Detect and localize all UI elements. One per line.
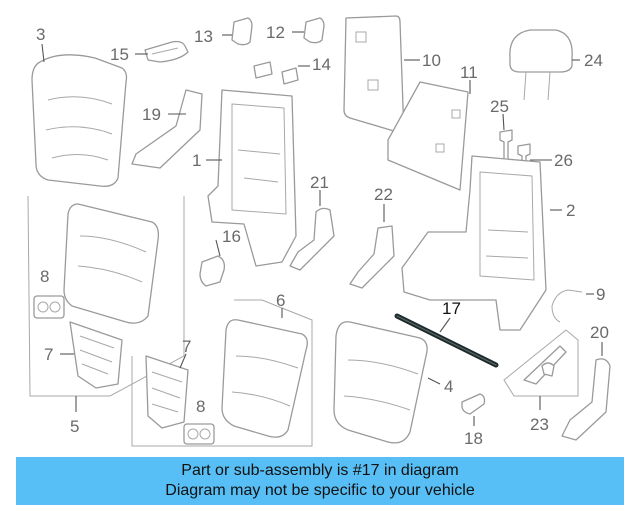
group-box-23: [503, 329, 579, 397]
callout-20: 20: [590, 323, 609, 342]
part-17-rod[interactable]: [394, 313, 499, 368]
banner-line-1: Part or sub-assembly is #17 in diagram: [181, 462, 459, 479]
callout-24: 24: [584, 51, 603, 70]
part-12-clip[interactable]: [303, 17, 325, 44]
callout-6: 6: [276, 291, 285, 310]
part-10-back-panel[interactable]: [343, 15, 405, 135]
part-seat-back-panel-5[interactable]: [63, 203, 160, 324]
part-19-side-trim[interactable]: [131, 89, 203, 169]
part-seat-cushion-6[interactable]: [221, 319, 308, 438]
part-16-knob[interactable]: [199, 255, 226, 287]
part-23-trim[interactable]: [523, 345, 567, 385]
leader-4: [427, 377, 441, 385]
callout-8b: 8: [196, 397, 205, 416]
callout-26: 26: [554, 151, 573, 170]
leader-3: [41, 43, 45, 63]
callout-10: 10: [422, 51, 441, 70]
callout-7a: 7: [44, 345, 53, 364]
part-11-trim-panel[interactable]: [387, 81, 469, 191]
part-18-clip[interactable]: [461, 393, 486, 415]
callout-7b: 7: [182, 337, 191, 356]
callout-15: 15: [110, 45, 129, 64]
part-1-seat-back-frame[interactable]: [207, 89, 297, 267]
callout-4: 4: [444, 377, 453, 396]
part-7b-support-mat[interactable]: [145, 355, 189, 429]
part-7a-support-mat[interactable]: [69, 321, 123, 389]
leader-7b: [179, 353, 187, 369]
leader-16: [215, 239, 221, 257]
callout-17: 17: [442, 299, 461, 318]
group-box-5: [27, 195, 185, 397]
part-8b-clips[interactable]: [183, 423, 215, 445]
part-15-bracket[interactable]: [144, 40, 189, 63]
callout-19: 19: [142, 105, 161, 124]
part-3-seat-back-pad[interactable]: [31, 54, 128, 187]
part-20-side-cover[interactable]: [561, 358, 611, 441]
callout-14: 14: [312, 55, 331, 74]
part-21-side-cover[interactable]: [289, 207, 335, 271]
part-24-headrest[interactable]: [509, 29, 573, 101]
part-13-clip[interactable]: [231, 17, 253, 46]
parts-diagram: 3 15 13 12 14 10 11: [27, 15, 611, 448]
part-4-seat-cushion[interactable]: [333, 321, 428, 444]
part-8a-clips[interactable]: [33, 295, 65, 319]
callout-25: 25: [490, 97, 509, 116]
callout-2: 2: [566, 201, 575, 220]
part-22-trim[interactable]: [349, 225, 395, 289]
callout-22: 22: [374, 185, 393, 204]
part-9-cable[interactable]: [551, 289, 583, 323]
part-14-clips[interactable]: [253, 61, 299, 85]
callout-16: 16: [222, 227, 241, 246]
leader-25: [502, 113, 505, 131]
leader-17: [439, 317, 451, 333]
callout-11: 11: [460, 63, 478, 82]
callout-8a: 8: [40, 267, 49, 286]
callout-5: 5: [70, 417, 79, 436]
banner-line-2: Diagram may not be specific to your vehi…: [165, 482, 475, 499]
callout-12: 12: [266, 23, 285, 42]
callout-9: 9: [596, 285, 605, 304]
callout-23: 23: [530, 415, 549, 434]
callout-3: 3: [36, 25, 45, 44]
callout-1: 1: [192, 151, 201, 170]
part-2-seat-frame[interactable]: [401, 155, 547, 331]
group-box-6: [131, 299, 313, 447]
info-banner: Part or sub-assembly is #17 in diagram D…: [16, 457, 624, 505]
callout-21: 21: [310, 173, 329, 192]
callout-13: 13: [194, 27, 213, 46]
callout-18: 18: [464, 429, 483, 448]
